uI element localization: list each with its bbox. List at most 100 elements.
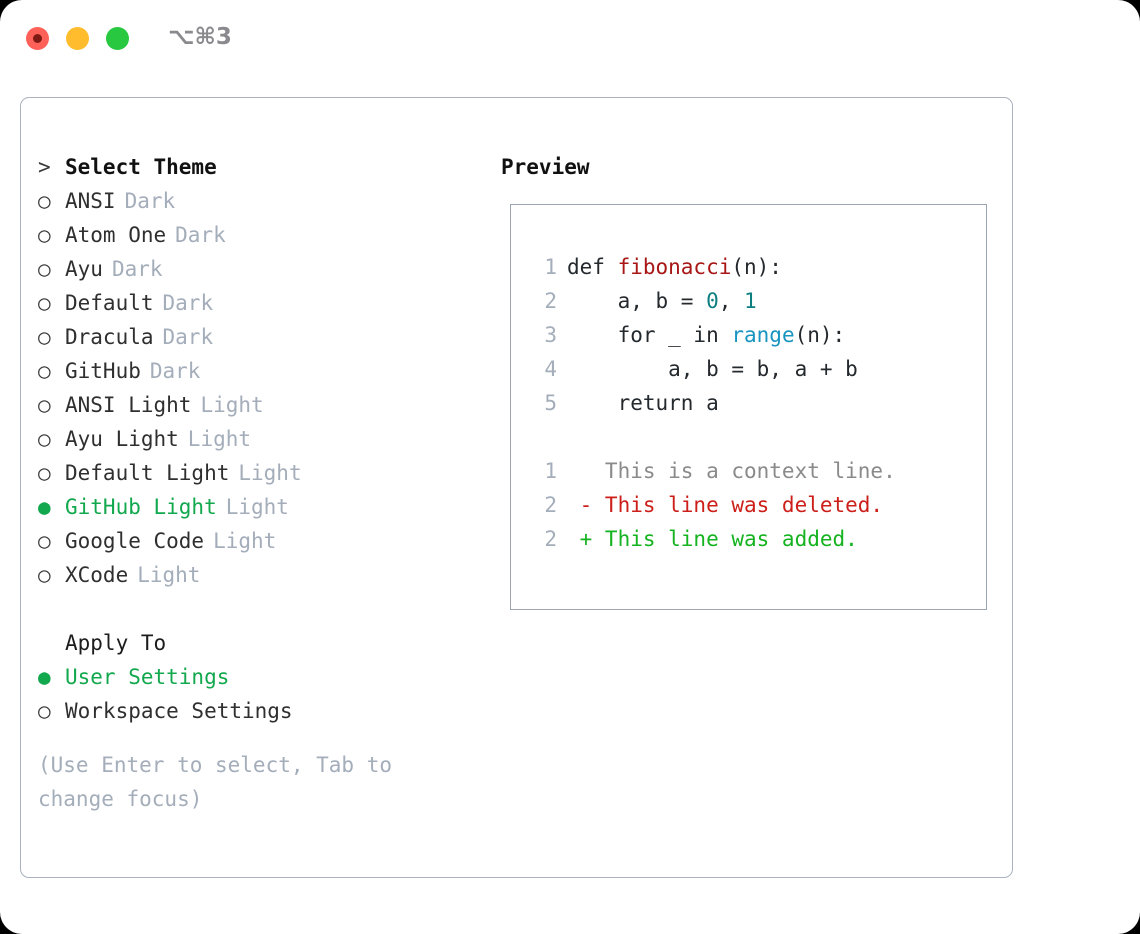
- radio-unselected-icon[interactable]: ○: [38, 189, 51, 213]
- theme-list-item[interactable]: ○ XCode Light: [38, 558, 468, 592]
- theme-picker-heading: >Select Theme: [38, 150, 468, 184]
- apply-to-option[interactable]: ● User Settings: [38, 660, 468, 694]
- code-token-plain: return a: [567, 391, 719, 415]
- theme-list-item-variant-tag: Light: [137, 563, 201, 587]
- radio-selected-icon[interactable]: ●: [38, 495, 51, 519]
- code-line: 1 def fibonacci(n):: [531, 250, 896, 284]
- theme-list-item-label: XCode: [65, 563, 129, 587]
- diff-line-number: 2: [544, 493, 557, 517]
- radio-unselected-icon[interactable]: ○: [38, 325, 51, 349]
- theme-list-item-label: Default: [65, 291, 154, 315]
- theme-list-item[interactable]: ○ Ayu Light Light: [38, 422, 468, 456]
- diff-line-text: This is a context line.: [567, 459, 896, 483]
- apply-to-heading-indent: ○: [38, 626, 65, 660]
- code-token-fn: fibonacci: [617, 255, 732, 279]
- code-token-plain: ,: [718, 289, 745, 313]
- code-token-num: 0: [706, 289, 719, 313]
- code-line-number: 1: [544, 255, 557, 279]
- maximize-button-icon[interactable]: [106, 27, 129, 50]
- theme-list-item-label: ANSI: [65, 189, 116, 213]
- code-line: 5 return a: [531, 386, 896, 420]
- apply-to-option-label: Workspace Settings: [65, 699, 293, 723]
- theme-list-item-variant-tag: Dark: [175, 223, 226, 247]
- radio-unselected-icon[interactable]: ○: [38, 699, 51, 723]
- apply-to-options: ● User Settings ○ Workspace Settings: [38, 660, 468, 728]
- theme-list-item-label: GitHub: [65, 359, 141, 383]
- radio-unselected-icon[interactable]: ○: [38, 257, 51, 281]
- theme-list-item-variant-tag: Light: [238, 461, 302, 485]
- code-diff-separator: [531, 420, 896, 454]
- code-token-plain: (n):: [794, 323, 846, 347]
- apply-to-option[interactable]: ○ Workspace Settings: [38, 694, 468, 728]
- radio-unselected-icon[interactable]: ○: [38, 393, 51, 417]
- close-button-icon[interactable]: [26, 27, 49, 50]
- radio-unselected-icon[interactable]: ○: [38, 563, 51, 587]
- theme-list-item[interactable]: ○ Default Light Light: [38, 456, 468, 490]
- code-token-plain: def: [567, 255, 618, 279]
- radio-unselected-icon[interactable]: ○: [38, 291, 51, 315]
- theme-list-item[interactable]: ○ ANSI Light Light: [38, 388, 468, 422]
- preview-column: Preview: [501, 150, 991, 184]
- theme-list-item-label: GitHub Light: [65, 495, 217, 519]
- theme-list-item[interactable]: ● GitHub Light Light: [38, 490, 468, 524]
- code-line-number: 2: [544, 289, 557, 313]
- radio-unselected-icon[interactable]: ○: [38, 427, 51, 451]
- theme-list-item-variant-tag: Light: [225, 495, 289, 519]
- theme-list-item-variant-tag: Light: [187, 427, 252, 451]
- code-line-number: 3: [544, 323, 557, 347]
- list-spacer: [38, 592, 468, 626]
- diff-line-text: - This line was deleted.: [567, 493, 884, 517]
- theme-list-item[interactable]: ○ Default Dark: [38, 286, 468, 320]
- apply-to-heading: ○Apply To: [38, 626, 468, 660]
- theme-list-item-variant-tag: Dark: [124, 189, 176, 213]
- code-token-plain: (n):: [731, 255, 782, 279]
- apply-to-heading-label: Apply To: [65, 631, 167, 655]
- diff-line-number: 1: [544, 459, 557, 483]
- theme-list-item[interactable]: ○ ANSI Dark: [38, 184, 468, 218]
- radio-unselected-icon[interactable]: ○: [38, 529, 51, 553]
- preview-title: Preview: [501, 155, 590, 179]
- code-line: 3 for _ in range(n):: [531, 318, 896, 352]
- theme-list-item[interactable]: ○ Google Code Light: [38, 524, 468, 558]
- apply-to-option-label: User Settings: [65, 665, 230, 689]
- theme-list-item-label: Default Light: [65, 461, 230, 485]
- code-line: 2 a, b = 0, 1: [531, 284, 896, 318]
- theme-list-item-variant-tag: Light: [213, 529, 277, 553]
- keyboard-hint-text: (Use Enter to select, Tab to change focu…: [38, 753, 405, 811]
- prompt-caret-icon: >: [38, 155, 51, 179]
- code-token-builtin: range: [731, 323, 795, 347]
- theme-list-item-label: ANSI Light: [65, 393, 192, 417]
- theme-list-item[interactable]: ○ Atom One Dark: [38, 218, 468, 252]
- code-line: 4 a, b = b, a + b: [531, 352, 896, 386]
- code-token-plain: for _ in: [567, 323, 732, 347]
- diff-line-ctx: 1 This is a context line.: [531, 454, 896, 488]
- theme-list-item-label: Google Code: [65, 529, 205, 553]
- theme-list-item-variant-tag: Light: [200, 393, 264, 417]
- theme-list-item-label: Atom One: [65, 223, 167, 247]
- window-title-shortcut: ⌥⌘3: [168, 24, 232, 50]
- theme-list-item-label: Dracula: [65, 325, 154, 349]
- theme-list-item-label: Ayu Light: [65, 427, 179, 451]
- code-line-number: 4: [544, 357, 557, 381]
- theme-list-item-label: Ayu: [65, 257, 103, 281]
- traffic-light-group: [26, 27, 146, 50]
- theme-list-item-variant-tag: Dark: [149, 359, 201, 383]
- theme-list-item[interactable]: ○ GitHub Dark: [38, 354, 468, 388]
- diff-line-number: 2: [544, 527, 557, 551]
- minimize-button-icon[interactable]: [66, 27, 89, 50]
- code-token-plain: a, b = b, a + b: [567, 357, 858, 381]
- radio-selected-icon[interactable]: ●: [38, 665, 51, 689]
- theme-list-item-variant-tag: Dark: [162, 291, 214, 315]
- diff-line-del: 2 - This line was deleted.: [531, 488, 896, 522]
- radio-unselected-icon[interactable]: ○: [38, 359, 51, 383]
- radio-unselected-icon[interactable]: ○: [38, 223, 51, 247]
- radio-unselected-icon[interactable]: ○: [38, 461, 51, 485]
